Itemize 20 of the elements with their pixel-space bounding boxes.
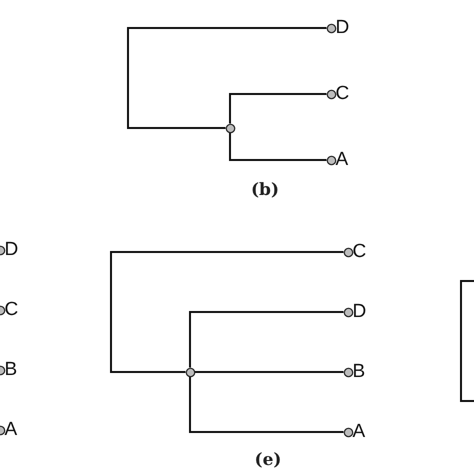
leaf-label: B <box>4 360 18 380</box>
leaf-label: D <box>352 302 366 322</box>
leaf-label: A <box>352 422 366 442</box>
tree-branch-line <box>110 251 344 373</box>
leaf-label: C <box>352 242 366 262</box>
leaf-label: A <box>336 150 348 170</box>
leaf-label: D <box>336 18 350 38</box>
leaf-label: A <box>4 420 18 440</box>
panel-caption: (e) <box>254 450 282 470</box>
panel-caption: (b) <box>251 180 279 200</box>
tree-branch-line <box>229 93 326 124</box>
leaf-label: B <box>352 362 366 382</box>
tree-branch-line <box>194 371 344 373</box>
tree-branch-line <box>189 376 344 433</box>
tree-branch-line <box>189 311 344 368</box>
leaf-label: D <box>4 240 18 260</box>
tree-branch-line <box>229 132 326 161</box>
tree-branch-line <box>127 27 326 129</box>
leaf-label: C <box>4 300 18 320</box>
leaf-label: C <box>336 84 350 104</box>
